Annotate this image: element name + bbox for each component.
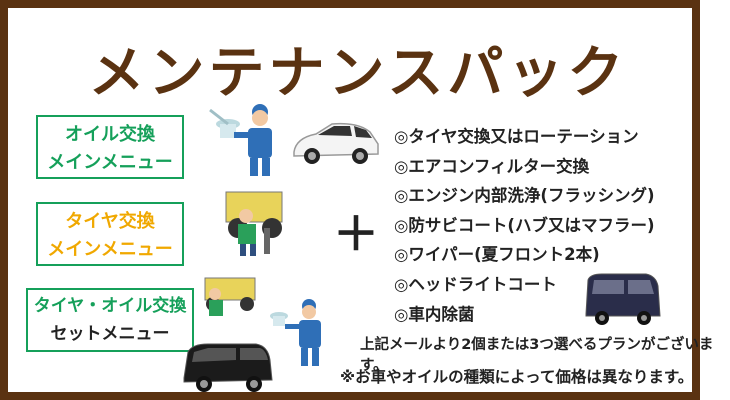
price-note: ※お車やオイルの種類によって価格は異なります。 [340,368,694,386]
option-item: ◎ワイパー(夏フロント2本) [394,245,600,265]
option-item: ◎エアコンフィルター交換 [394,156,590,176]
oil-change-main-menu-button[interactable]: オイル交換 メインメニュー [36,115,184,179]
tire-oil-mechanics-icon [204,277,321,366]
menu-line2: メインメニュー [47,239,173,260]
option-item: ◎車内除菌 [394,304,475,324]
banner-frame: メンテナンスパック オイル交換 メインメニュー タイヤ交換 メインメニュー タイ… [0,0,713,400]
tire-mechanic-icon [225,191,283,256]
black-minivan-icon [183,343,273,392]
tire-change-main-menu-button[interactable]: タイヤ交換 メインメニュー [36,202,184,266]
option-list: ◎タイヤ交換又はローテーション ◎エアコンフィルター交換 ◎エンジン内部洗浄(フ… [394,122,654,329]
white-suv-icon [293,122,379,164]
option-item: ◎タイヤ交換又はローテーション [394,127,639,146]
page-title: メンテナンスパック [88,41,628,106]
tire-oil-set-menu-button[interactable]: タイヤ・オイル交換 セットメニュー [26,288,194,352]
plus-sign: ＋ [333,207,379,261]
menu-line1: タイヤ・オイル交換 [33,296,187,316]
dark-blue-kei-car-icon [585,273,661,325]
plan-note: 上記メールより2個または3つ選べるプランがございます。 [360,337,714,374]
mechanic-oil-icon [209,104,272,176]
option-item: ◎防サビコート(ハブ又はマフラー) [394,215,655,235]
option-item: ◎エンジン内部洗浄(フラッシング) [394,186,655,206]
menu-line1: オイル交換 [65,124,155,145]
menu-line1: タイヤ交換 [65,211,155,232]
menu-line2: メインメニュー [47,152,173,173]
option-item: ◎ヘッドライトコート [394,274,557,294]
menu-line2: セットメニュー [50,324,170,344]
